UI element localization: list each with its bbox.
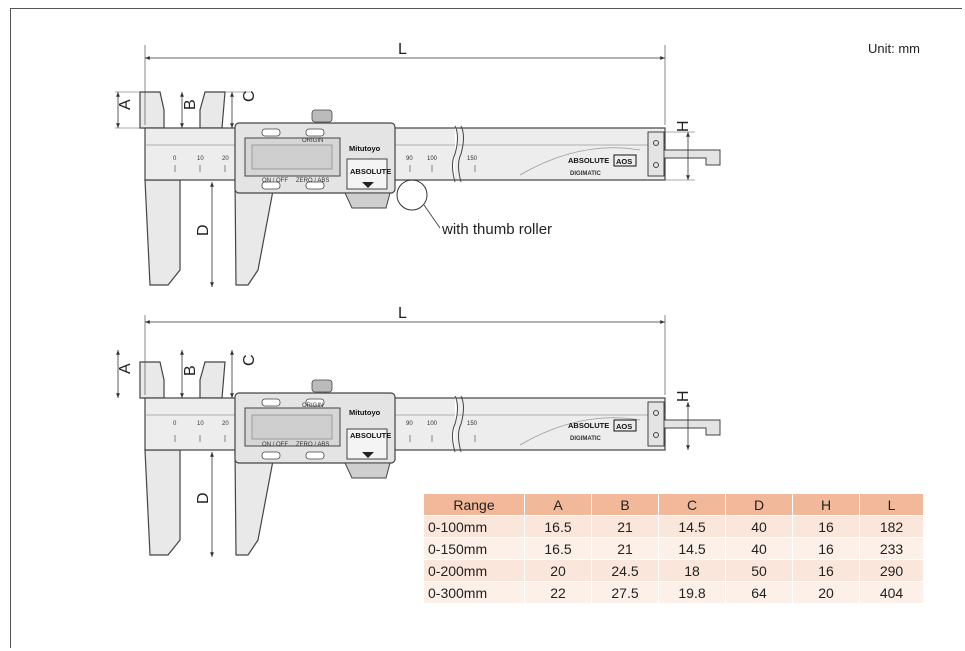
model-mark: ABSOLUTE	[350, 167, 391, 176]
svg-text:DIGIMATIC: DIGIMATIC	[570, 436, 602, 442]
svg-text:100: 100	[427, 421, 438, 427]
table-cell: 40	[725, 515, 793, 538]
svg-text:ORIGIN: ORIGIN	[302, 138, 323, 144]
svg-text:ZERO / ABS: ZERO / ABS	[296, 442, 329, 448]
dim-H-bottom: H	[675, 390, 692, 402]
badge-logo: AOS	[616, 157, 632, 166]
dim-B-top: B	[182, 99, 199, 110]
table-cell: 50	[725, 559, 793, 582]
drawing-frame	[10, 8, 962, 648]
table-cell: 20	[792, 581, 860, 603]
svg-text:90: 90	[406, 421, 413, 427]
table-cell: 40	[725, 537, 793, 560]
table-cell: 21	[591, 515, 659, 538]
svg-text:AOS: AOS	[616, 422, 632, 431]
caliper-top	[139, 91, 721, 286]
table-cell: 19.8	[658, 581, 726, 603]
table-cell: 16.5	[524, 537, 592, 560]
svg-text:Mitutoyo: Mitutoyo	[349, 408, 381, 417]
svg-text:10: 10	[197, 421, 204, 427]
dim-L-bottom: L	[398, 305, 407, 322]
spec-table: Range A B C D H L 0-100mm 16.5 21 14.5 4…	[424, 494, 924, 603]
dim-B-bottom: B	[182, 365, 199, 376]
table-cell: 16	[792, 515, 860, 538]
svg-text:150: 150	[467, 421, 478, 427]
svg-text:90: 90	[406, 156, 413, 162]
table-cell: 16	[792, 559, 860, 582]
dim-C-top: C	[241, 90, 258, 102]
dim-C-bottom: C	[241, 354, 258, 366]
table-cell: 0-300mm	[424, 581, 525, 603]
table-cell: 14.5	[658, 537, 726, 560]
dim-A-top: A	[117, 99, 134, 110]
svg-text:0: 0	[173, 156, 177, 162]
table-cell: 16.5	[524, 515, 592, 538]
series-logo: DIGIMATIC	[570, 171, 602, 177]
column-header: A	[524, 494, 592, 516]
svg-text:ON / OFF: ON / OFF	[262, 442, 288, 448]
column-header: H	[792, 494, 860, 516]
svg-text:150: 150	[467, 156, 478, 162]
dim-D-top: D	[195, 224, 212, 236]
table-cell: 18	[658, 559, 726, 582]
table-cell: 27.5	[591, 581, 659, 603]
svg-text:ZERO / ABS: ZERO / ABS	[296, 178, 329, 184]
column-header: B	[591, 494, 659, 516]
column-header: D	[725, 494, 793, 516]
svg-text:100: 100	[427, 156, 438, 162]
thumb-roller-callout: with thumb roller	[441, 221, 552, 238]
table-cell: 290	[859, 559, 924, 582]
model-logo: ABSOLUTE	[568, 156, 609, 165]
table-cell: 24.5	[591, 559, 659, 582]
table-cell: 182	[859, 515, 924, 538]
table-cell: 14.5	[658, 515, 726, 538]
dim-A-bottom: A	[117, 363, 134, 374]
svg-text:10: 10	[197, 156, 204, 162]
dim-L-top: L	[398, 41, 407, 58]
table-row: 0-300mm 22 27.5 19.8 64 20 404	[424, 581, 924, 603]
callout-leader	[423, 204, 441, 229]
column-header: C	[658, 494, 726, 516]
table-cell: 0-200mm	[424, 559, 525, 582]
table-cell: 0-100mm	[424, 515, 525, 538]
table-header-row: Range A B C D H L	[424, 494, 924, 516]
thumb-roller-callout-circle	[396, 179, 428, 211]
table-cell: 16	[792, 537, 860, 560]
table-row: 0-100mm 16.5 21 14.5 40 16 182	[424, 515, 924, 538]
dim-D-bottom: D	[195, 492, 212, 504]
svg-text:20: 20	[222, 421, 229, 427]
column-header: L	[859, 494, 924, 516]
table-cell: 233	[859, 537, 924, 560]
dim-H-top: H	[675, 120, 692, 132]
svg-text:ON / OFF: ON / OFF	[262, 178, 288, 184]
unit-label: Unit: mm	[868, 41, 920, 56]
table-row: 0-200mm 20 24.5 18 50 16 290	[424, 559, 924, 582]
svg-text:ABSOLUTE: ABSOLUTE	[568, 421, 609, 430]
table-cell: 22	[524, 581, 592, 603]
table-row: 0-150mm 16.5 21 14.5 40 16 233	[424, 537, 924, 560]
svg-text:ABSOLUTE: ABSOLUTE	[350, 431, 391, 440]
brand-mark: Mitutoyo	[349, 144, 381, 153]
table-cell: 21	[591, 537, 659, 560]
column-header: Range	[424, 494, 525, 516]
table-cell: 0-150mm	[424, 537, 525, 560]
table-cell: 64	[725, 581, 793, 603]
table-cell: 404	[859, 581, 924, 603]
svg-text:20: 20	[222, 156, 229, 162]
svg-text:0: 0	[173, 421, 177, 427]
table-cell: 20	[524, 559, 592, 582]
svg-text:ORIGIN: ORIGIN	[302, 403, 323, 409]
